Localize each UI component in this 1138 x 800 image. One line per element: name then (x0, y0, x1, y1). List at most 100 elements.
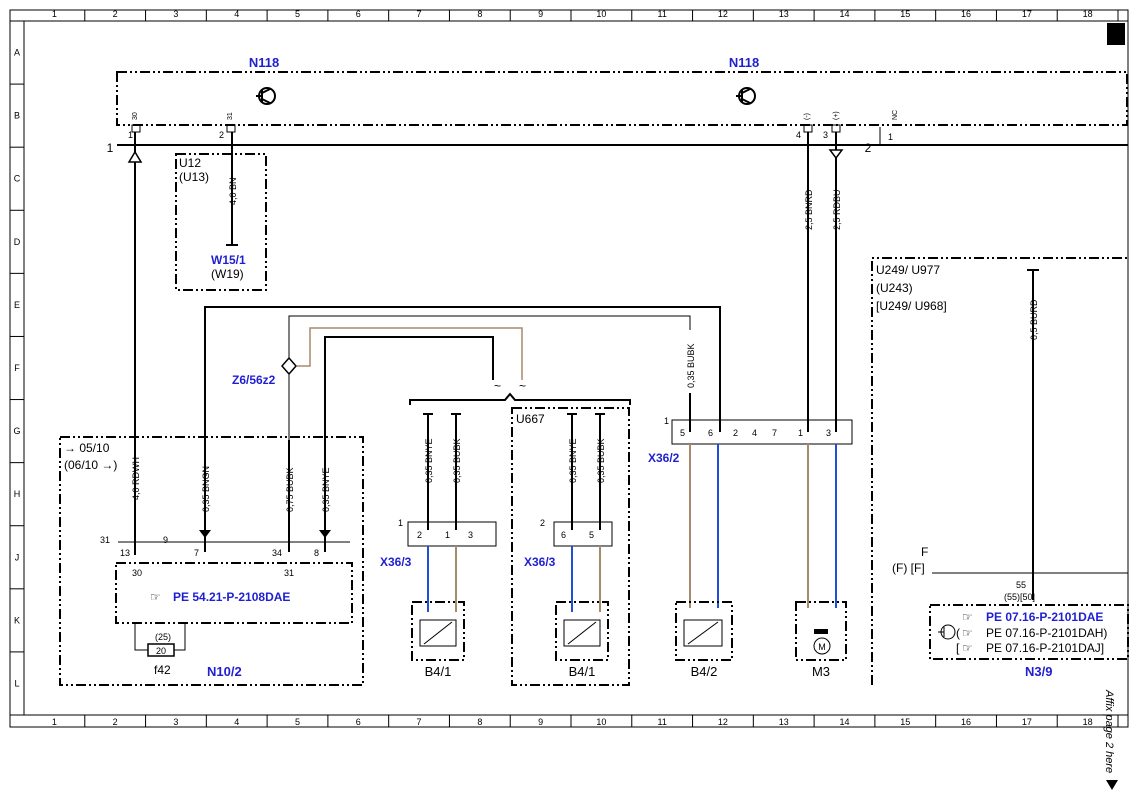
n118-label-right: N118 (729, 55, 759, 70)
conn-r-2: 2 (540, 518, 545, 528)
wire-bngn-loop (204, 306, 721, 440)
pin55: 55 (1016, 580, 1026, 590)
wire-25rdbu-label: 2,5 RDBU (832, 189, 842, 230)
n10-pin31l: 31 (100, 535, 110, 545)
x36-3-right-label: X36/3 (524, 555, 556, 569)
wire-brown-shield (297, 327, 523, 380)
grid-row-label: D (14, 237, 21, 247)
svg-text:31: 31 (227, 112, 234, 120)
wire-035bubk-top-label: 0,35 BUBK (686, 343, 696, 388)
grid-column-label: 15 (900, 9, 910, 19)
x36-3-right-connector (553, 521, 613, 547)
grid-column-label: 7 (417, 717, 422, 727)
wire-bubk-a-label: 0,35 BUBK (452, 438, 462, 483)
grid-column-label: 11 (657, 9, 666, 19)
wire-bnye-loop (324, 336, 494, 440)
arrow-up-icon (127, 150, 143, 163)
tilde-left: ~ (494, 379, 501, 393)
doc-ref-icon: ☞ (962, 626, 973, 640)
sensor-b41-right-icon (555, 601, 609, 661)
splice-z6-icon (281, 356, 297, 376)
conn-l-pin: 3 (468, 530, 473, 540)
grid-column-label: 1 (52, 717, 57, 727)
pin55b: (55)[50] (1004, 592, 1035, 602)
affix-note: Affix page 2 here (1103, 689, 1115, 773)
wire-bnye-b-label: 0,35 BNYE (568, 438, 578, 483)
n39-ref3-pre: [ (956, 641, 960, 655)
grid-row-label: A (14, 48, 20, 58)
m3-label: M3 (812, 664, 830, 679)
conn-l-1: 1 (398, 518, 403, 528)
z6-label: Z6/56z2 (232, 373, 276, 387)
n10-pin34: 34 (272, 548, 282, 558)
arrow-down-icon (828, 149, 844, 160)
fuse-f42: f42 (154, 663, 171, 677)
u243-label: (U243) (876, 281, 913, 295)
grid-column-label: 17 (1022, 717, 1032, 727)
grid-row-label: F (14, 363, 20, 373)
wire-4bn-label: 4,0 BN (228, 177, 238, 205)
motor-m3-icon: M (795, 601, 847, 661)
grid-column-label: 4 (234, 717, 239, 727)
arrow-down-icon (1106, 780, 1118, 790)
x36-3-left-connector (407, 521, 497, 547)
n118-label-left: N118 (249, 55, 279, 70)
grid-column-label: 10 (596, 717, 606, 727)
x36-2-pin-label: 5 (680, 428, 685, 438)
doc-ref-icon: ☞ (962, 641, 973, 655)
date-0510: → 05/10 (64, 441, 110, 455)
x36-2-label: X36/2 (648, 451, 680, 465)
grid-column-label: 9 (538, 717, 543, 727)
u249-label: U249/ U977 (876, 263, 940, 277)
x36-2-pin-label: 2 (733, 428, 738, 438)
doc-ref-icon: ☞ (962, 610, 973, 624)
grid-column-label: 17 (1022, 9, 1032, 19)
x36-2-pin-label: 3 (826, 428, 831, 438)
svg-text:(-): (-) (804, 113, 811, 120)
grid-column-label: 2 (113, 717, 118, 727)
svg-text:(+): (+) (833, 111, 840, 120)
arrow-down-icon (199, 530, 211, 538)
conn-r-pin: 5 (589, 530, 594, 540)
wire-25bnrd-label: 2,5 BNRD (804, 189, 814, 230)
grid-column-label: 2 (113, 9, 118, 19)
grid-row-label: B (14, 111, 20, 121)
u667-box (511, 407, 630, 686)
arrow-down-icon (319, 530, 331, 538)
sensor-b41-left-icon (411, 601, 465, 661)
conn-l-pin: 1 (445, 530, 450, 540)
grid-column-label: 12 (718, 717, 728, 727)
grid-column-label: 10 (596, 9, 606, 19)
frame-outer (9, 9, 1129, 728)
grid-column-label: 12 (718, 9, 728, 19)
grid-column-label: 1 (52, 9, 57, 19)
grid-column-label: 8 (477, 9, 482, 19)
n10-internal-box (115, 562, 353, 624)
n10-pin31: 31 (284, 568, 294, 578)
fuse-25: (25) (155, 632, 171, 642)
wire-40rdwh-label: 4,0 RDWH (131, 457, 141, 500)
grid-column-label: 13 (779, 9, 789, 19)
grid-column-label: 6 (356, 9, 361, 19)
grid-column-label: 18 (1083, 9, 1093, 19)
wire-bnye-a-label: 0,35 BNYE (424, 438, 434, 483)
x36-2-pin-label: 1 (798, 428, 803, 438)
pin-nc: NC (892, 110, 899, 120)
wire-bubk-b-label: 0,35 BUBK (596, 438, 606, 483)
w19-label: (W19) (211, 267, 244, 281)
u13-label: (U13) (179, 170, 209, 184)
n39-ref2-pre: ( (956, 626, 960, 640)
grid-row-label: L (14, 678, 19, 688)
sensor-b42-icon (675, 601, 733, 661)
b4-1-right-label: B4/1 (569, 664, 596, 679)
x36-3-left-label: X36/3 (380, 555, 412, 569)
tilde-right: ~ (519, 379, 526, 393)
grid-column-label: 9 (538, 9, 543, 19)
grid-column-label: 15 (900, 717, 910, 727)
n118-box (116, 71, 1128, 126)
n10-pin30: 30 (132, 568, 142, 578)
transistor-icon (736, 87, 756, 105)
doc-ref-icon: ☞ (150, 590, 161, 604)
fuse-20: 20 (156, 646, 166, 656)
fuse-icon (147, 643, 175, 657)
